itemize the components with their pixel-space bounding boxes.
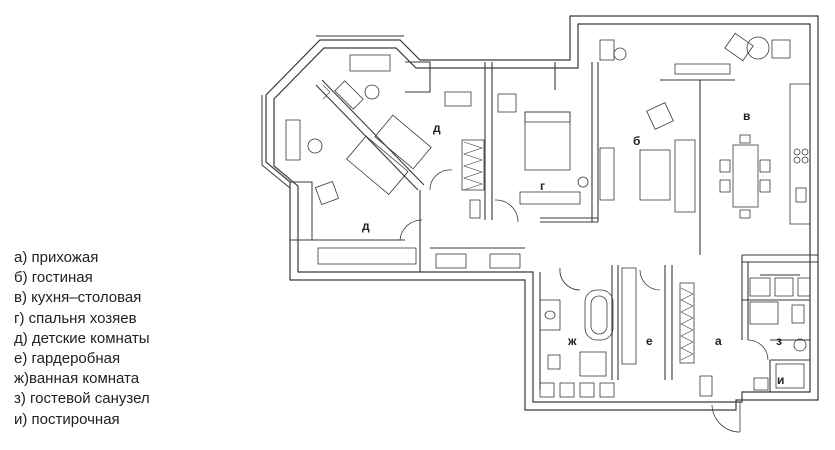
outer-walls [265,15,819,411]
legend-item: а) прихожая [14,249,99,266]
legend-item: в) кухня–столовая [14,289,142,307]
room-label-zh: ж [567,334,577,348]
legend-item: е) гардеробная [14,350,121,368]
legend-item: б) гостиная [14,269,93,287]
interior-walls [300,61,818,392]
furniture [285,32,811,398]
room-label-v: в [743,109,750,123]
bay-window [261,35,404,241]
room-label-b: б [633,134,640,148]
room-label-z: з [776,334,782,348]
room-label-e: е [646,334,653,348]
room-label-g: г [540,179,545,193]
legend-item: и) постирочная [14,410,120,428]
legend-item: ж)ванная комната [14,370,140,388]
legend-item: г) спальня хозяев [14,309,137,327]
doors [399,169,769,433]
room-label-i: и [777,373,784,387]
room-legend: а) прихожая б) гостиная в) кухня–столова… [14,248,150,430]
room-label-a: а [715,334,722,348]
room-label-d2: д [362,219,370,233]
legend-item: д) детские комнаты [14,329,150,347]
legend-item: з) гостевой санузел [14,390,150,408]
room-label-d1: д [433,121,441,135]
wardrobe-hatch [322,84,694,361]
